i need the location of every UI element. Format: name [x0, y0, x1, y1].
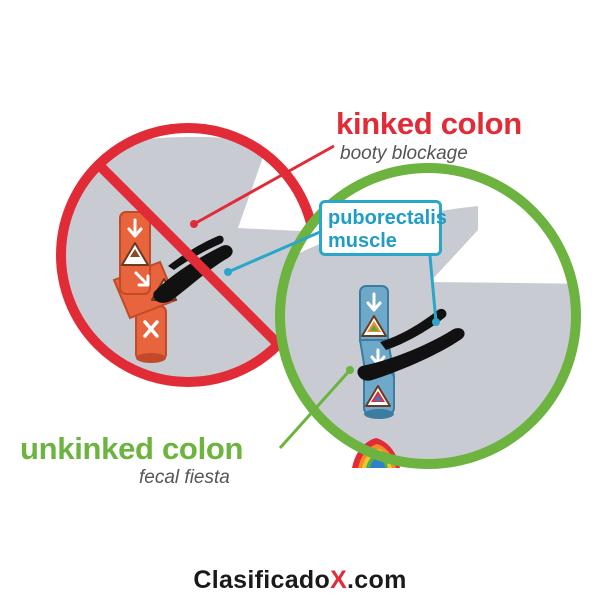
unkinked-leader-dot — [346, 366, 354, 374]
puborectalis-label-box: puborectalis muscle — [319, 200, 447, 256]
x-mark-icon — [143, 320, 159, 338]
kinked-leader-dot — [190, 220, 198, 228]
puborectalis-label-line1: puborectalis — [328, 207, 447, 229]
poop-emoji-icon — [121, 242, 149, 266]
muscle-leader-line-right — [428, 255, 438, 323]
unkinked-colon-subtitle: fecal fiesta — [139, 467, 230, 488]
kinked-colon-title: kinked colon — [336, 106, 522, 141]
unkinked-leader-line — [278, 368, 352, 450]
kinked-colon-subtitle: booty blockage — [340, 143, 468, 164]
unkinked-colon — [358, 285, 396, 419]
rainbow-poop-emoji-icon — [361, 315, 387, 337]
unkinked-colon-title: unkinked colon — [20, 431, 244, 466]
puborectalis-muscle-shape — [153, 245, 233, 303]
brand-text-end: .com — [347, 566, 407, 594]
footer-brand: ClasificadoX.com — [0, 566, 600, 595]
down-arrow-icon — [134, 271, 150, 287]
down-arrow-icon — [127, 218, 143, 238]
puborectalis-muscle-shape — [380, 308, 447, 350]
brand-text-start: Clasificado — [193, 566, 331, 594]
down-arrow-icon — [366, 292, 382, 312]
brand-text-accent: X — [330, 566, 348, 594]
muscle-leader-dot-left — [224, 268, 232, 276]
puborectalis-label-line2: muscle — [328, 230, 397, 252]
leader-lines — [190, 144, 440, 450]
puborectalis-muscle-shape — [357, 328, 465, 381]
kinked-scene — [56, 123, 320, 387]
puborectalis-muscle-shape — [168, 235, 224, 270]
rainbow-poop-emoji-icon — [365, 385, 391, 407]
unkinked-ring — [275, 163, 581, 469]
kinked-leader-line — [193, 144, 335, 226]
muscle-leader-dot-right — [432, 318, 440, 326]
muscle-leader-line-left — [227, 230, 321, 274]
